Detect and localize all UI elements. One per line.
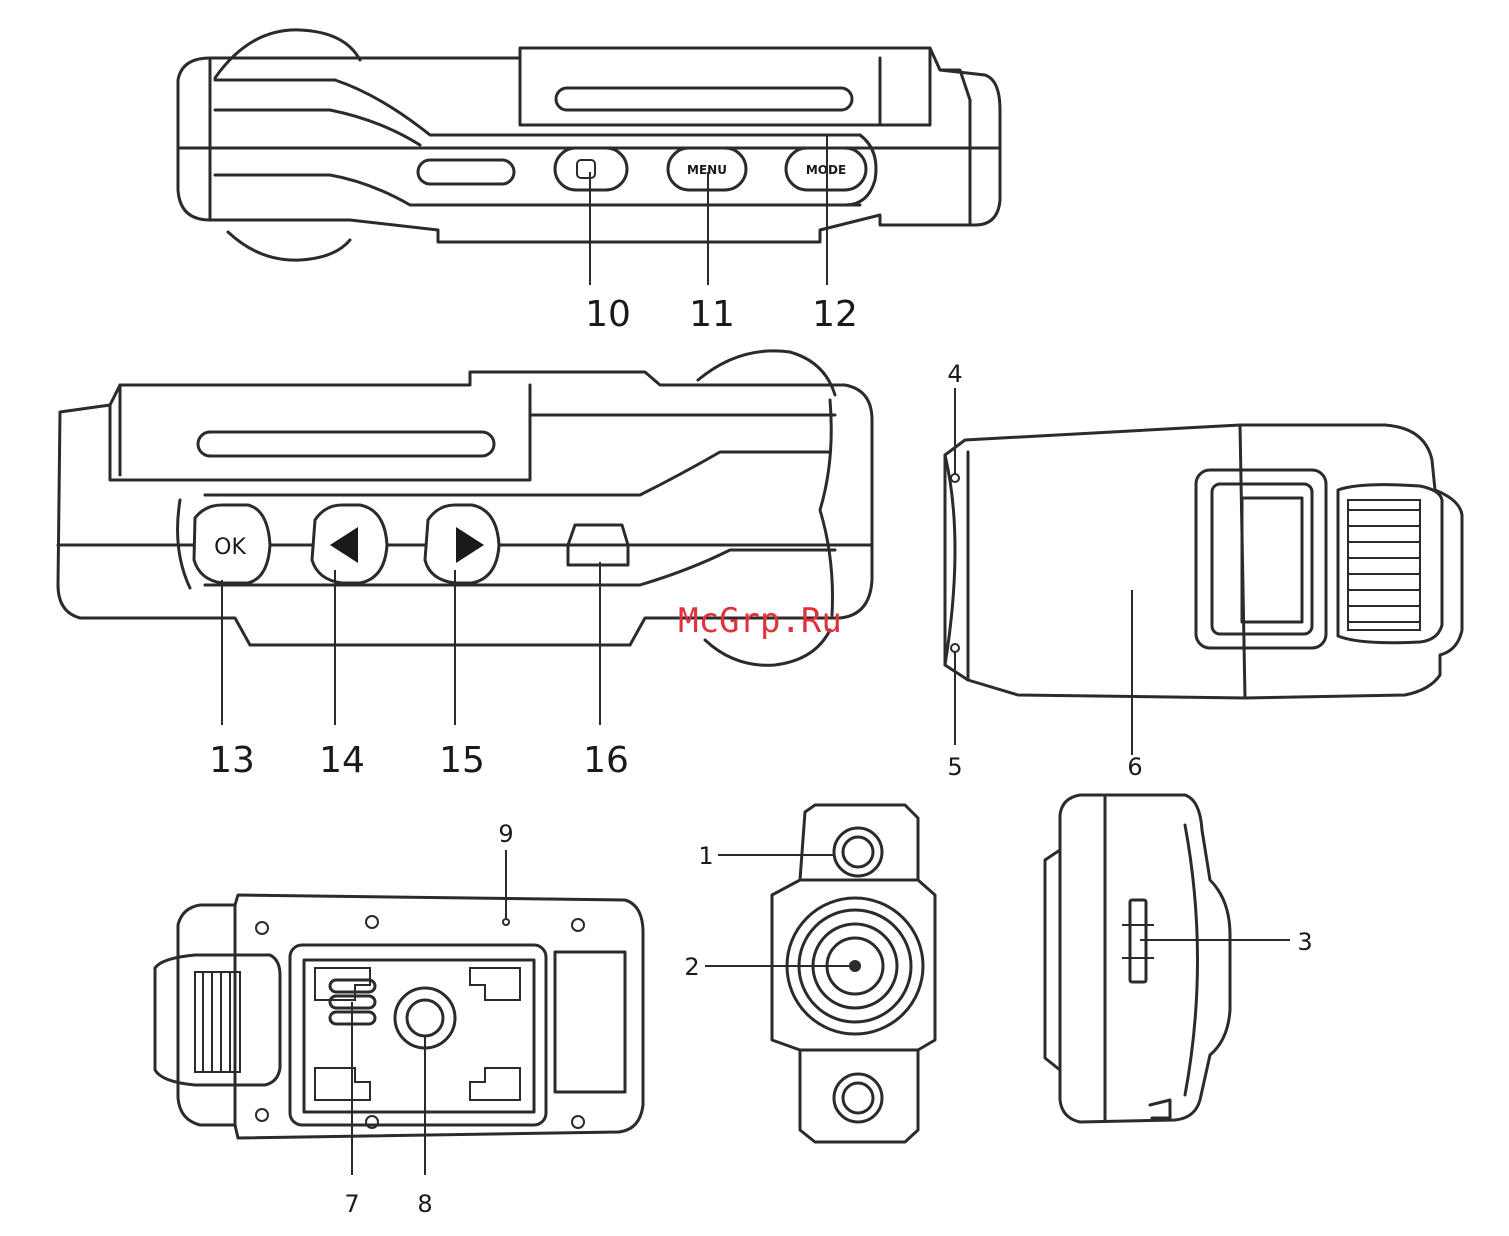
callout-label: 2 <box>684 953 699 981</box>
indicator-led <box>951 474 959 482</box>
callout-label: 11 <box>689 294 735 335</box>
callout-label: 13 <box>209 740 255 781</box>
end-view: 3 <box>1045 795 1313 1122</box>
callout-label: 10 <box>585 294 631 335</box>
ok-button-label: OK <box>214 535 246 560</box>
callout-label: 14 <box>319 740 365 781</box>
callout-label: 1 <box>698 842 713 870</box>
callout-label: 3 <box>1297 928 1312 956</box>
side-view: OK 13 14 15 16 <box>58 351 872 781</box>
screen-view: 4 5 6 <box>945 360 1462 781</box>
callout-label: 15 <box>439 740 485 781</box>
bottom-view: 9 7 8 <box>155 820 643 1218</box>
top-view: MENU MODE 10 11 12 <box>178 30 1000 335</box>
callout-label: 4 <box>947 360 962 388</box>
callout-label: 9 <box>498 820 513 848</box>
callout-label: 12 <box>812 294 858 335</box>
callout-label: 6 <box>1127 753 1142 781</box>
indicator-led <box>951 644 959 652</box>
callout-label: 7 <box>344 1190 359 1218</box>
watermark: McGrp.Ru <box>678 601 842 641</box>
callout-label: 16 <box>583 740 629 781</box>
callout-label: 5 <box>947 753 962 781</box>
ir-light <box>834 828 882 876</box>
callout-label: 8 <box>417 1190 432 1218</box>
front-view: 1 2 <box>684 805 935 1142</box>
reset-hole <box>503 919 509 925</box>
